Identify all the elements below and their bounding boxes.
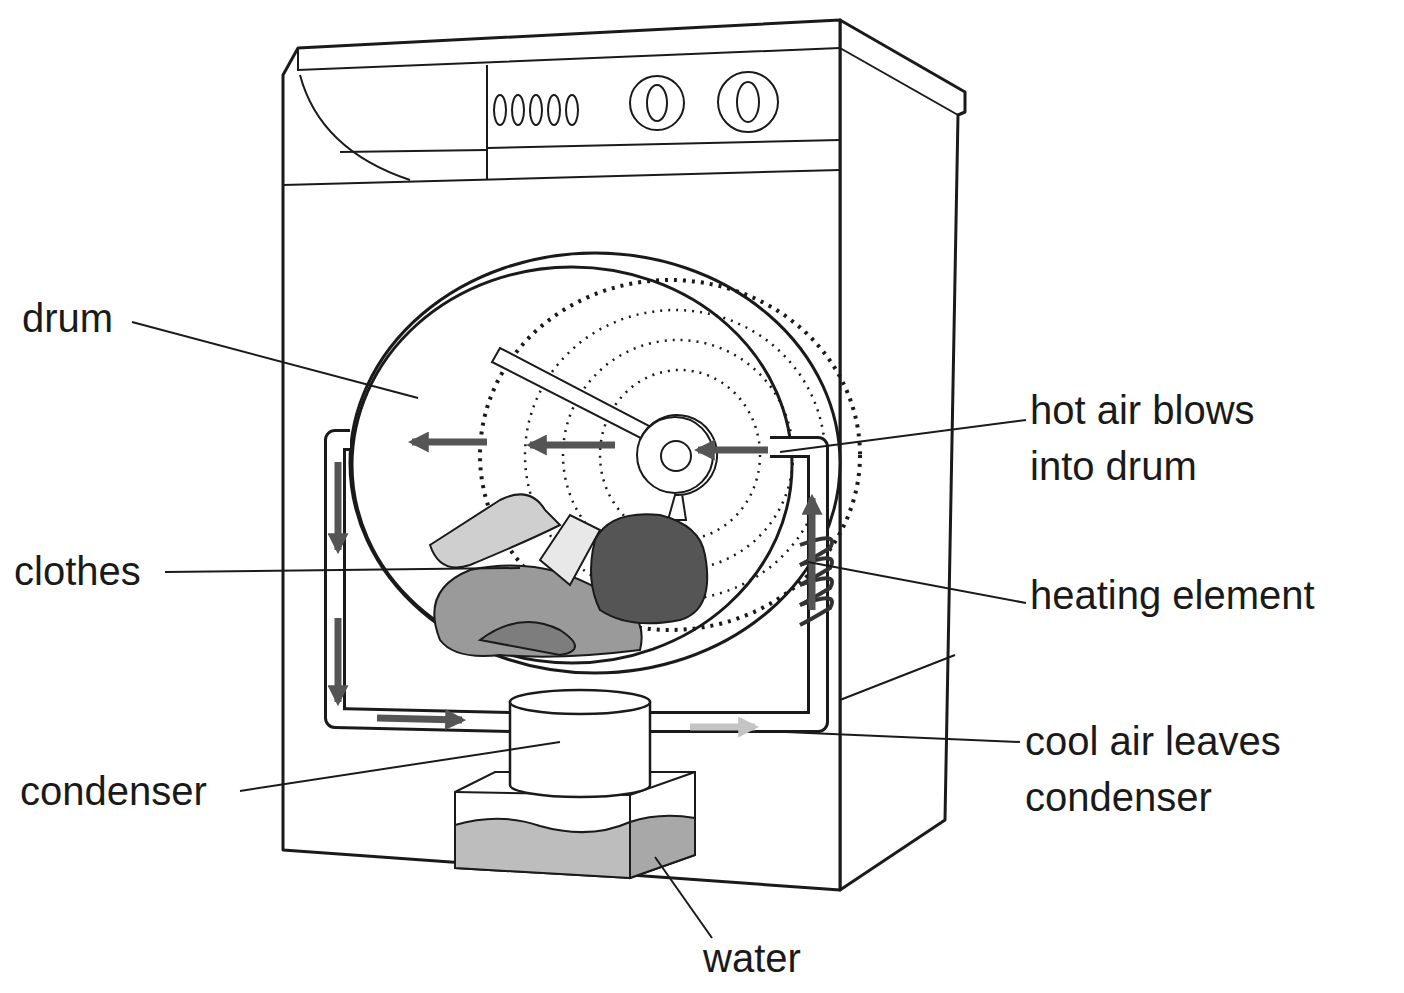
part-label: water xyxy=(703,930,801,986)
callout-label: hot air blows into drum xyxy=(1030,382,1330,494)
callout-label: cool air leaves condenser xyxy=(1025,713,1399,825)
part-label: drum xyxy=(22,290,113,346)
part-label: heating element xyxy=(1030,567,1315,623)
part-label: clothes xyxy=(14,543,141,599)
part-label: condenser xyxy=(20,763,207,819)
